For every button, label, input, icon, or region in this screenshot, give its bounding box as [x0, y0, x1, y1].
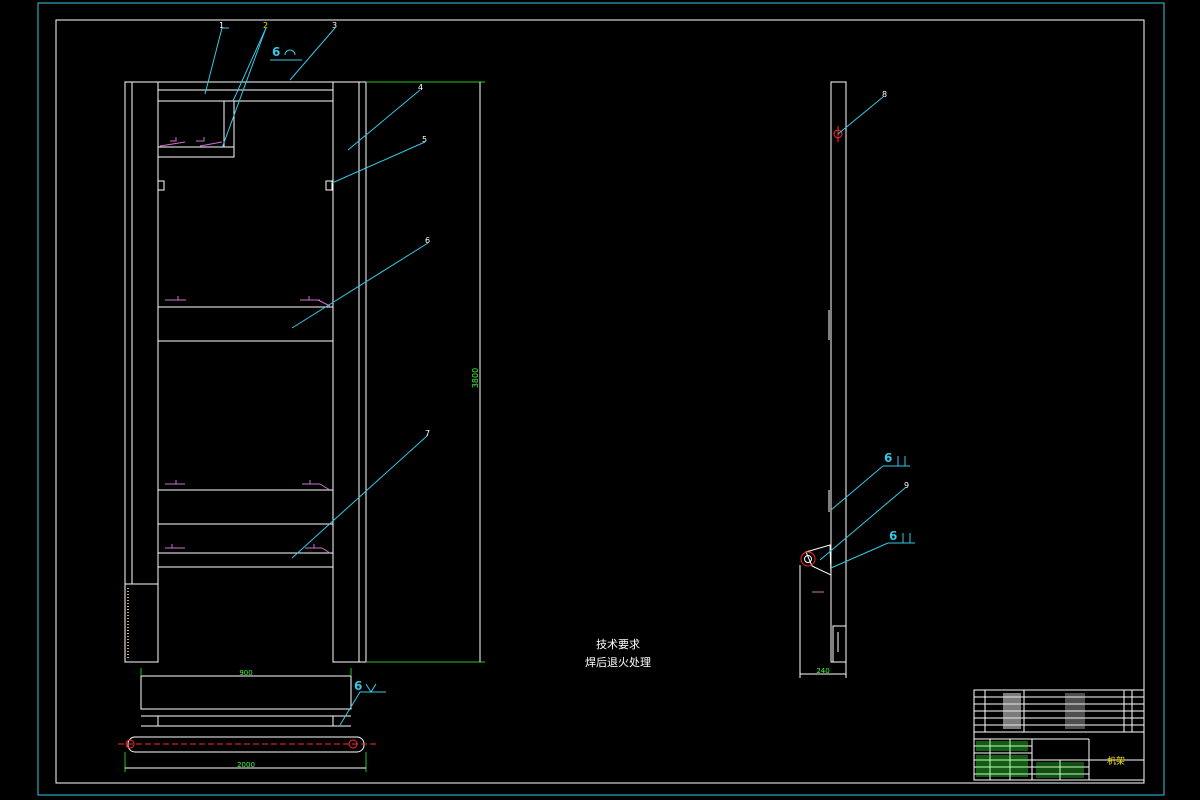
- upper-bracket: [157, 100, 235, 158]
- front-view: 6 1 2 3 4 5 6 7 3800: [124, 21, 485, 663]
- weld-marks: [159, 137, 331, 554]
- callout-2: 2: [263, 21, 268, 30]
- callout-8: 8: [882, 90, 887, 99]
- left-pin: [157, 180, 165, 191]
- technical-requirements-title: 技术要求: [596, 638, 640, 651]
- title-block-drawing-name: 机架: [1107, 755, 1125, 767]
- callout-9: 9: [904, 481, 909, 490]
- callout-5: 5: [422, 135, 427, 144]
- left-foot: [124, 583, 159, 663]
- height-dimension: [366, 81, 485, 663]
- weld-symbol-plan: 6: [354, 679, 362, 693]
- overall-width-dimension-text: 2000: [237, 761, 255, 769]
- weld-symbol-top: 6: [272, 45, 280, 59]
- width-dimension-text: 900: [239, 669, 252, 677]
- callout-3: 3: [332, 21, 337, 30]
- side-view: [799, 81, 915, 678]
- plan-view: [118, 668, 386, 772]
- callout-6: 6: [425, 236, 430, 245]
- left-outer-column: [124, 81, 159, 663]
- title-block: [973, 689, 1145, 781]
- callout-7: 7: [425, 429, 430, 438]
- side-width-dimension-text: 240: [816, 667, 829, 675]
- drawing-border: [37, 2, 1165, 796]
- weld-symbol-side-lower: 6: [889, 529, 897, 543]
- weld-symbol-side-upper: 6: [884, 451, 892, 465]
- callout-4: 4: [418, 83, 423, 92]
- right-outer-column: [332, 81, 367, 663]
- callout-1: 1: [219, 21, 224, 30]
- side-column: [830, 81, 847, 663]
- front-leaders: [204, 27, 429, 559]
- right-pin: [325, 180, 333, 191]
- technical-requirements-text: 焊后退火处理: [585, 655, 651, 669]
- height-dimension-text: 3800: [471, 368, 480, 388]
